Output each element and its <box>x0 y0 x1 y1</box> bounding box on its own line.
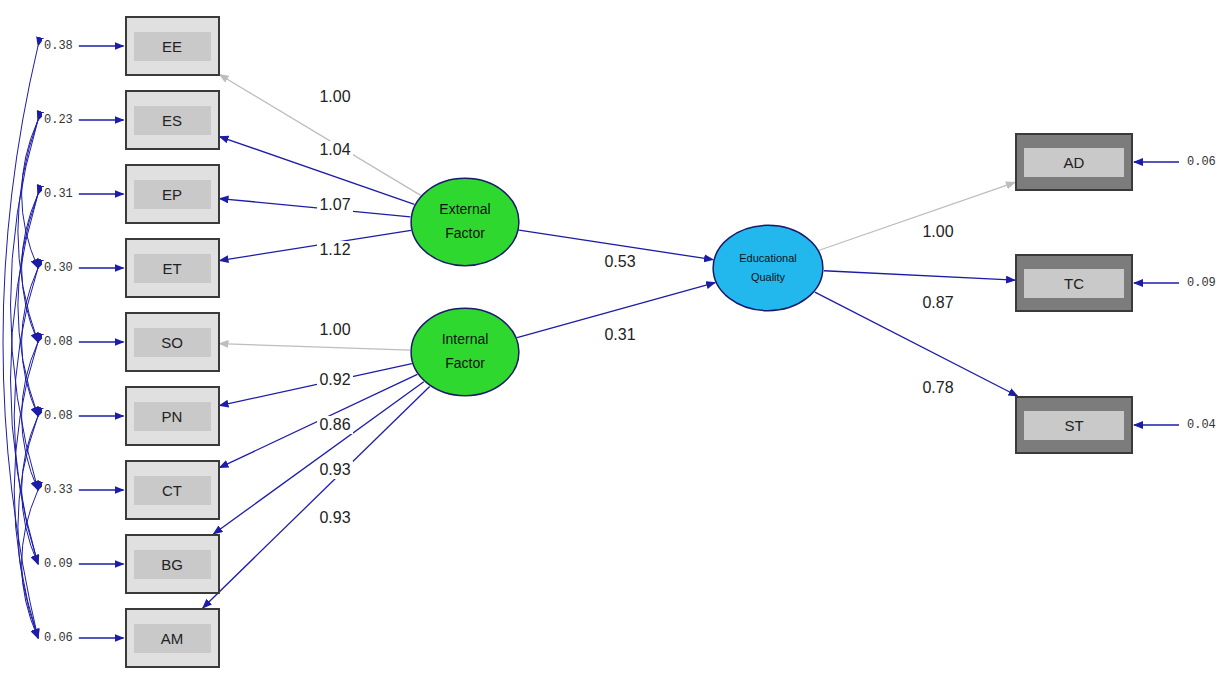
path-arrow <box>220 364 412 406</box>
ellipse-shape <box>410 177 520 267</box>
path-arrow <box>203 386 430 608</box>
covariance-curve <box>22 416 38 564</box>
error-arrow <box>79 489 124 490</box>
observed-box: TC <box>1015 254 1133 312</box>
observed-box: AD <box>1015 133 1133 191</box>
observed-box: BG <box>125 534 220 594</box>
variable-name: TC <box>1024 269 1124 298</box>
latent-ellipse: Internal Factor <box>410 307 520 397</box>
error-variance: 0.06 <box>42 631 75 645</box>
variable-name: AM <box>134 624 211 653</box>
latent-ellipse: Educational Quality <box>712 224 824 312</box>
path-coefficient: 0.31 <box>602 326 637 344</box>
path-arrow <box>220 137 415 205</box>
ellipse-shape <box>410 307 520 397</box>
error-variance: 0.09 <box>42 557 75 571</box>
observed-box: PN <box>125 386 220 446</box>
observed-box: EP <box>125 164 220 224</box>
path-coefficient: 1.12 <box>317 241 352 259</box>
covariance-curve <box>14 342 38 638</box>
factor-name: External Factor <box>433 198 497 246</box>
ellipse-shape <box>712 224 824 312</box>
variable-name: EP <box>134 180 211 209</box>
path-coefficient: 1.00 <box>317 88 352 106</box>
path-coefficient: 0.78 <box>920 379 955 397</box>
factor-name: Educational Quality <box>733 249 803 286</box>
error-variance: 0.31 <box>42 187 75 201</box>
path-arrow <box>220 75 421 196</box>
error-arrow <box>79 45 124 46</box>
error-arrow <box>79 267 124 268</box>
path-coefficient: 0.92 <box>317 371 352 389</box>
observed-box: ET <box>125 238 220 298</box>
path-arrow <box>220 199 411 217</box>
variable-name: ES <box>134 106 211 135</box>
variable-name: ET <box>134 254 211 283</box>
covariance-curve <box>22 490 38 638</box>
error-variance: 0.30 <box>42 261 75 275</box>
path-coefficient: 0.93 <box>317 461 352 479</box>
factor-name: Internal Factor <box>433 328 497 376</box>
error-arrow <box>79 637 124 638</box>
variable-name: BG <box>134 550 211 579</box>
error-arrow <box>79 415 124 416</box>
error-arrow <box>79 563 124 564</box>
covariance-curve <box>18 416 38 638</box>
error-variance: 0.08 <box>42 335 75 349</box>
path-arrow <box>824 271 1015 280</box>
path-coefficient: 1.04 <box>317 141 352 159</box>
error-arrow <box>1134 424 1179 425</box>
path-arrow <box>815 292 1018 396</box>
variable-name: AD <box>1024 148 1124 177</box>
path-arrow <box>220 344 411 351</box>
error-arrow <box>79 341 124 342</box>
path-coefficient: 0.53 <box>602 253 637 271</box>
observed-box: ES <box>125 90 220 150</box>
error-variance: 0.08 <box>42 409 75 423</box>
path-coefficient: 0.93 <box>317 509 352 527</box>
path-coefficient: 0.87 <box>920 294 955 312</box>
covariance-curve <box>3 46 38 638</box>
error-variance: 0.04 <box>1185 418 1218 432</box>
error-variance: 0.09 <box>1185 276 1218 290</box>
variable-name: EE <box>134 32 211 61</box>
latent-ellipse: External Factor <box>410 177 520 267</box>
error-variance: 0.38 <box>42 39 75 53</box>
variable-name: SO <box>134 328 211 357</box>
error-arrow <box>79 193 124 194</box>
path-coefficient: 0.86 <box>317 416 352 434</box>
observed-box: ST <box>1015 396 1133 454</box>
observed-box: CT <box>125 460 220 520</box>
path-coefficient: 1.00 <box>920 223 955 241</box>
variable-name: CT <box>134 476 211 505</box>
observed-box: SO <box>125 312 220 372</box>
observed-box: AM <box>125 608 220 668</box>
error-variance: 0.06 <box>1185 155 1218 169</box>
path-arrow <box>220 230 411 260</box>
error-arrow <box>1134 282 1179 283</box>
error-arrow <box>79 119 124 120</box>
variable-name: PN <box>134 402 211 431</box>
path-arrow <box>213 382 423 534</box>
path-coefficient: 1.07 <box>317 196 352 214</box>
error-variance: 0.33 <box>42 483 75 497</box>
variable-name: ST <box>1024 411 1124 440</box>
observed-box: EE <box>125 16 220 76</box>
error-variance: 0.23 <box>42 113 75 127</box>
error-arrow <box>1134 161 1179 162</box>
path-coefficient: 1.00 <box>317 321 352 339</box>
path-arrow <box>819 182 1015 250</box>
